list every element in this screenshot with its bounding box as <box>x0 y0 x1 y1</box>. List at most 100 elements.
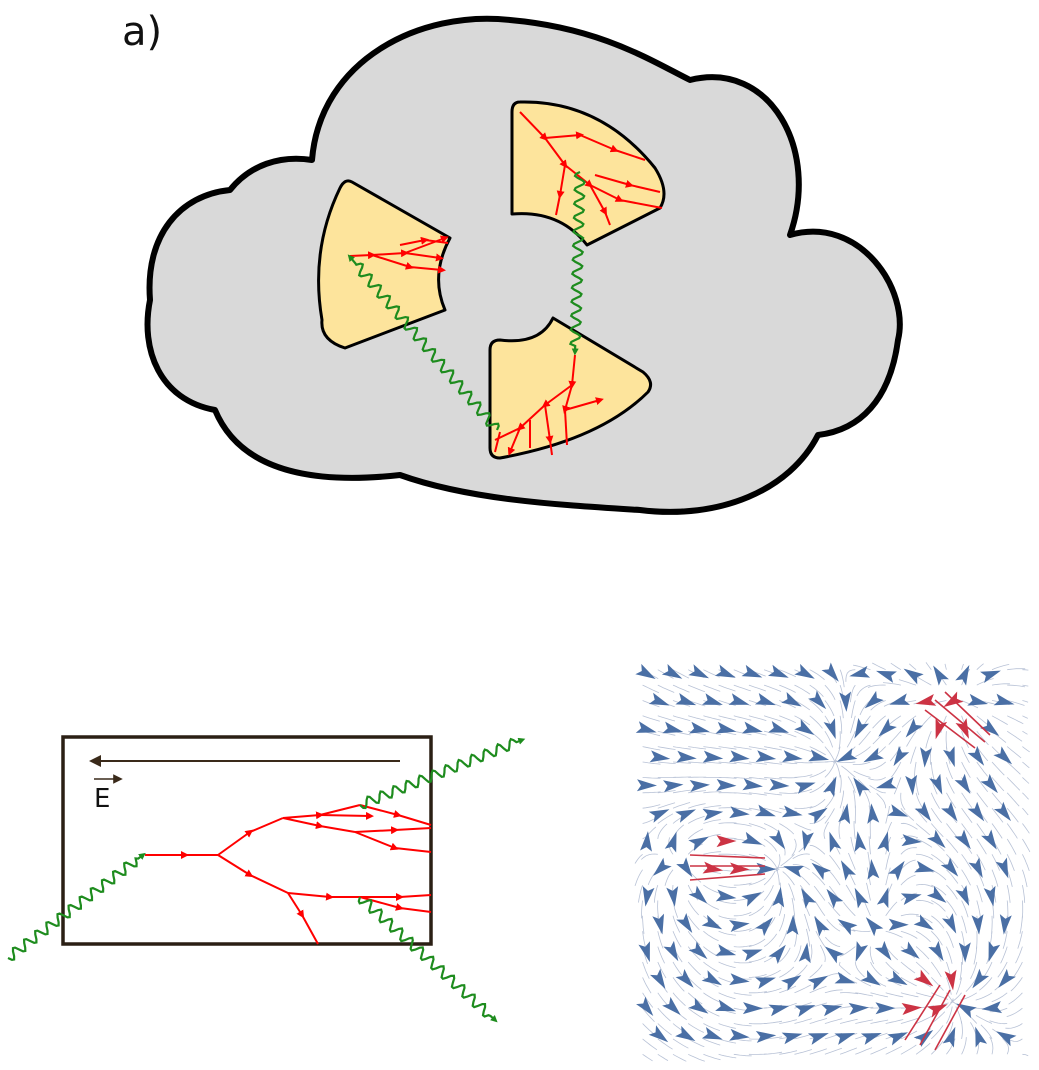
vector-arrow <box>648 692 670 706</box>
vector-arrow <box>715 999 737 1012</box>
streamline <box>824 746 836 762</box>
vector-arrow <box>823 776 837 797</box>
streamline <box>764 746 782 751</box>
vector-arrow <box>972 968 990 989</box>
streamline <box>814 900 826 917</box>
photon-paths-box <box>7 737 526 1023</box>
streamline <box>642 977 652 994</box>
streamline <box>763 823 780 833</box>
streamline <box>733 715 752 721</box>
vector-arrow <box>801 888 817 909</box>
streamline <box>1022 823 1030 834</box>
streamline <box>870 700 886 711</box>
vector-arrow <box>913 914 934 930</box>
streamline <box>764 987 782 994</box>
vector-arrow <box>999 914 1012 935</box>
vector-arrow <box>807 1033 829 1045</box>
streamline <box>946 992 954 1003</box>
vector-arrow <box>755 1030 777 1043</box>
vector-arrow <box>993 693 1015 706</box>
streamline <box>915 992 934 998</box>
streamline <box>718 684 736 692</box>
vector-arrow <box>955 885 970 906</box>
streamline <box>931 1025 944 1040</box>
vector-arrow <box>675 809 696 823</box>
streamline <box>959 962 962 980</box>
vector-arrow <box>636 996 654 1016</box>
streamline <box>866 882 871 901</box>
vector-arrow-highlight <box>915 694 937 706</box>
streamline <box>885 867 891 886</box>
streamline <box>773 854 781 870</box>
vector-arrow <box>688 997 709 1014</box>
vector-arrow <box>955 664 970 686</box>
vector-arrow <box>811 862 831 880</box>
streamline <box>809 1002 828 1009</box>
streamline <box>718 761 737 765</box>
streamline <box>868 836 871 855</box>
streamline <box>1012 961 1023 978</box>
vector-arrow <box>967 693 989 706</box>
streamline <box>885 946 899 961</box>
vector-arrow <box>836 747 858 762</box>
vector-arrow-highlight <box>913 969 934 987</box>
streamline <box>1022 854 1030 872</box>
streamline <box>855 1019 873 1024</box>
streamline <box>900 859 916 870</box>
streamline <box>870 1019 889 1024</box>
vector-arrow <box>768 1004 790 1017</box>
streamline <box>688 803 706 809</box>
streamline <box>748 974 767 978</box>
vector-arrow <box>905 774 918 796</box>
vector-arrow <box>808 690 827 710</box>
streamline <box>885 805 890 824</box>
streamline <box>900 822 918 830</box>
streamline <box>782 871 795 886</box>
streamline <box>703 884 720 894</box>
streamline <box>748 938 766 947</box>
highlight-streamline <box>904 984 941 1041</box>
streamline <box>672 992 686 1006</box>
vector-arrow <box>887 804 909 817</box>
vector-arrow <box>635 721 657 733</box>
streamline <box>1002 931 1008 949</box>
streamline <box>733 911 752 917</box>
vector-arrow <box>741 831 763 845</box>
vector-arrow <box>853 777 870 798</box>
vector-arrow <box>688 721 710 734</box>
streamline <box>869 946 875 965</box>
streamline <box>1006 1007 1023 1017</box>
streamline <box>1017 931 1023 949</box>
vector-arrow <box>755 917 773 937</box>
vector-arrow <box>940 857 959 877</box>
vector-arrow <box>640 831 652 852</box>
vector-arrow <box>855 941 869 962</box>
streamline <box>672 1053 687 1062</box>
vector-arrow <box>701 970 723 986</box>
vector-arrow <box>838 803 851 825</box>
streamline <box>748 991 767 994</box>
streamline <box>976 746 989 762</box>
streamline <box>845 884 856 901</box>
streamline <box>779 684 796 693</box>
streamline <box>900 807 915 821</box>
streamline <box>672 789 691 794</box>
streamline <box>718 853 737 856</box>
streamline <box>642 1053 653 1062</box>
streamline <box>764 792 783 796</box>
vector-arrow <box>755 750 777 763</box>
streamline <box>687 815 705 824</box>
streamline <box>718 915 737 920</box>
streamline <box>763 853 777 868</box>
streamline <box>809 985 827 994</box>
streamline <box>900 992 919 998</box>
streamline <box>809 669 825 681</box>
streamline <box>915 1015 933 1024</box>
streamline <box>885 1045 902 1055</box>
streamline <box>855 977 872 987</box>
vector-arrow <box>996 1031 1017 1047</box>
vector-arrow <box>954 773 971 794</box>
streamline <box>748 684 767 692</box>
streamline <box>916 899 934 905</box>
